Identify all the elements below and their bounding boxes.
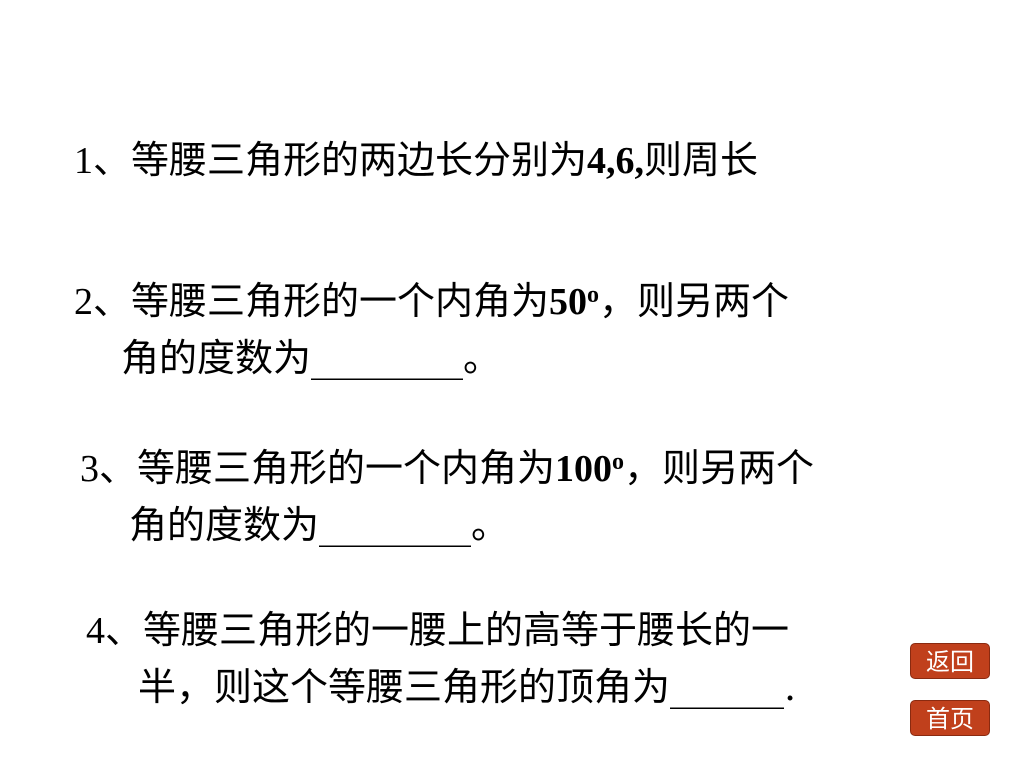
question-text-end: ，则另两个 xyxy=(599,279,790,323)
question-text-end: 则周长 xyxy=(644,138,759,182)
question-3: 3、等腰三角形的一个内角为100o，则另两个 角的度数为________。 xyxy=(80,440,814,553)
question-1: 1、等腰三角形的两边长分别为4,6,则周长 xyxy=(74,132,758,189)
degree-mark: o xyxy=(587,282,600,308)
question-number: 1、 xyxy=(74,140,132,182)
question-number: 2、 xyxy=(74,281,132,323)
question-text-end: ，则另两个 xyxy=(624,446,815,490)
question-number: 4、 xyxy=(86,610,144,652)
question-text: 等腰三角形的一个内角为 xyxy=(131,279,550,323)
degree-mark: o xyxy=(612,449,625,475)
back-button[interactable]: 返回 xyxy=(910,643,990,679)
question-line-2: 半，则这个等腰三角形的顶角为______. xyxy=(138,665,797,709)
question-line-2: 角的度数为________。 xyxy=(129,503,510,547)
question-number: 3、 xyxy=(80,448,138,490)
question-line-2: 角的度数为________。 xyxy=(121,336,502,380)
question-2: 2、等腰三角形的一个内角为50o，则另两个 角的度数为________。 xyxy=(74,273,789,386)
question-text: 等腰三角形的一个内角为 xyxy=(137,446,556,490)
home-button[interactable]: 首页 xyxy=(910,700,990,736)
question-text: 等腰三角形的两边长分别为 xyxy=(131,138,588,182)
question-4: 4、等腰三角形的一腰上的高等于腰长的一 半，则这个等腰三角形的顶角为______… xyxy=(86,602,796,715)
angle-value: 100 xyxy=(555,448,613,490)
question-values: 4,6, xyxy=(587,140,645,182)
question-text: 等腰三角形的一腰上的高等于腰长的一 xyxy=(143,608,790,652)
angle-value: 50 xyxy=(549,281,588,323)
